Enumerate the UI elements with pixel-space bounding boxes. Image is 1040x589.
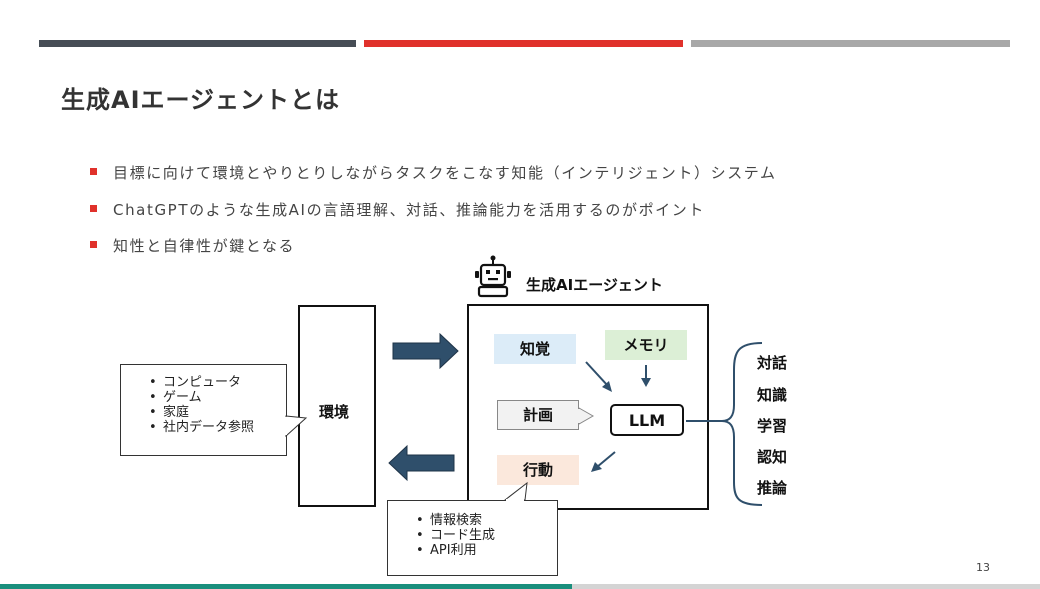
planning-tag: 計画: [497, 400, 579, 430]
list-item: コンピュータ: [149, 375, 286, 390]
environment-box: [298, 305, 376, 507]
capability-dialogue: 対話: [757, 354, 788, 372]
environment-callout: コンピュータ ゲーム 家庭 社内データ参照: [120, 364, 287, 456]
list-item: API利用: [416, 543, 557, 558]
slide-title: 生成AIエージェントとは: [61, 86, 341, 114]
header-bar-gray: [691, 40, 1010, 47]
agent-label: 生成AIエージェント: [526, 276, 663, 294]
bullet-text: 目標に向けて環境とやりとりしながらタスクをこなす知能（インテリジェント）システム: [113, 164, 777, 182]
capability-learning: 学習: [757, 417, 788, 435]
output-arrow: [388, 444, 455, 482]
list-item: 情報検索: [416, 513, 557, 528]
input-arrow: [392, 332, 459, 370]
bullet-item: ChatGPTのような生成AIの言語理解、対話、推論能力を活用するのがポイント: [90, 199, 705, 220]
bullet-marker: [90, 205, 97, 212]
progress-bar-filled: [0, 584, 572, 589]
bullet-item: 目標に向けて環境とやりとりしながらタスクをこなす知能（インテリジェント）システム: [90, 162, 777, 183]
bullet-text: ChatGPTのような生成AIの言語理解、対話、推論能力を活用するのがポイント: [113, 201, 705, 219]
list-item: 社内データ参照: [149, 420, 286, 435]
list-item: コード生成: [416, 528, 557, 543]
robot-icon: [475, 255, 511, 298]
list-item: ゲーム: [149, 390, 286, 405]
environment-label: 環境: [319, 403, 350, 421]
llm-box: LLM: [610, 404, 684, 436]
capability-knowledge: 知識: [757, 386, 788, 404]
bullet-item: 知性と自律性が鍵となる: [90, 235, 295, 256]
bullet-marker: [90, 168, 97, 175]
capability-reasoning: 推論: [757, 479, 788, 497]
bullet-text: 知性と自律性が鍵となる: [113, 237, 296, 255]
bullet-marker: [90, 241, 97, 248]
action-callout: 情報検索 コード生成 API利用: [387, 500, 558, 576]
page-number: 13: [976, 561, 990, 574]
progress-bar-track: [572, 584, 1040, 589]
perception-tag: 知覚: [494, 334, 576, 364]
header-bar-red: [364, 40, 683, 47]
memory-tag: メモリ: [605, 330, 687, 360]
action-tag: 行動: [497, 455, 579, 485]
list-item: 家庭: [149, 405, 286, 420]
header-bar-dark: [39, 40, 356, 47]
capability-cognition: 認知: [757, 448, 788, 466]
capability-brace: [721, 342, 763, 506]
